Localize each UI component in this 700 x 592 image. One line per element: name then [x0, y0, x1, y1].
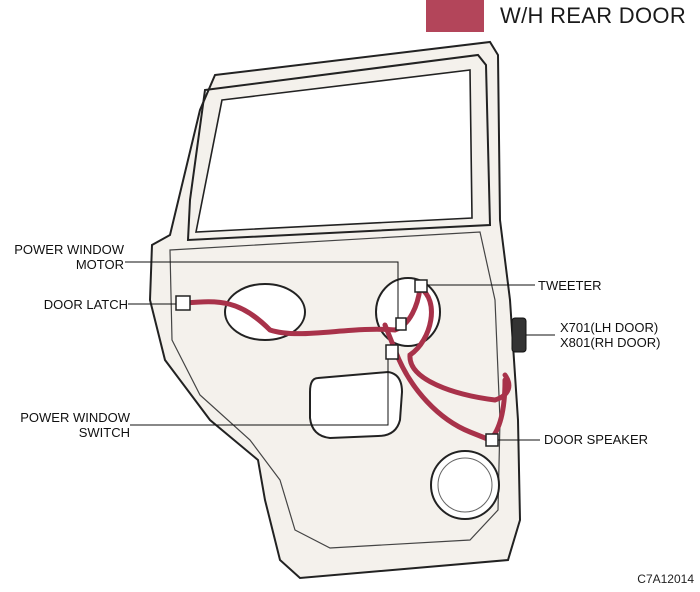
label-power-window-switch-line2: SWITCH: [78, 425, 130, 440]
header-color-swatch: [426, 0, 484, 32]
upper-left-hole: [224, 283, 306, 341]
wiring-harness-main: [182, 285, 423, 337]
leader-power-window-switch: [130, 359, 389, 426]
label-power-window-motor-line1: POWER WINDOW: [14, 242, 124, 257]
window-switch-connector: [385, 344, 399, 360]
door-connector-block: [511, 317, 527, 353]
window-frame: [186, 53, 492, 242]
speaker-opening-inner: [437, 457, 493, 513]
figure-code: C7A12014: [637, 572, 694, 586]
label-connector-lh: X701(LH DOOR): [560, 320, 659, 335]
page-title: W/H REAR DOOR: [500, 3, 687, 28]
label-power-window-switch-line1: POWER WINDOW: [20, 410, 130, 425]
inner-panel: [169, 231, 501, 549]
door-latch-connector: [175, 295, 191, 311]
section-header: W/H REAR DOOR: [426, 0, 686, 32]
label-connector: X701(LH DOOR) X801(RH DOOR): [560, 320, 660, 350]
speaker-opening: [430, 450, 500, 520]
label-tweeter: TWEETER: [538, 278, 602, 293]
door-speaker-connector: [485, 433, 499, 447]
label-power-window-motor-line2: MOTOR: [75, 257, 124, 272]
label-power-window-switch: POWER WINDOW SWITCH: [0, 410, 130, 440]
tweeter-connector: [414, 279, 428, 293]
center-hole: [309, 370, 404, 440]
label-door-speaker: DOOR SPEAKER: [544, 432, 649, 447]
window-motor-connector: [395, 317, 407, 331]
leader-power-window-motor: [125, 261, 399, 318]
window-glass-opening: [195, 69, 473, 233]
label-door-latch: DOOR LATCH: [43, 297, 128, 312]
label-power-window-motor: POWER WINDOW MOTOR: [0, 242, 124, 272]
label-connector-rh: X801(RH DOOR): [560, 335, 661, 350]
